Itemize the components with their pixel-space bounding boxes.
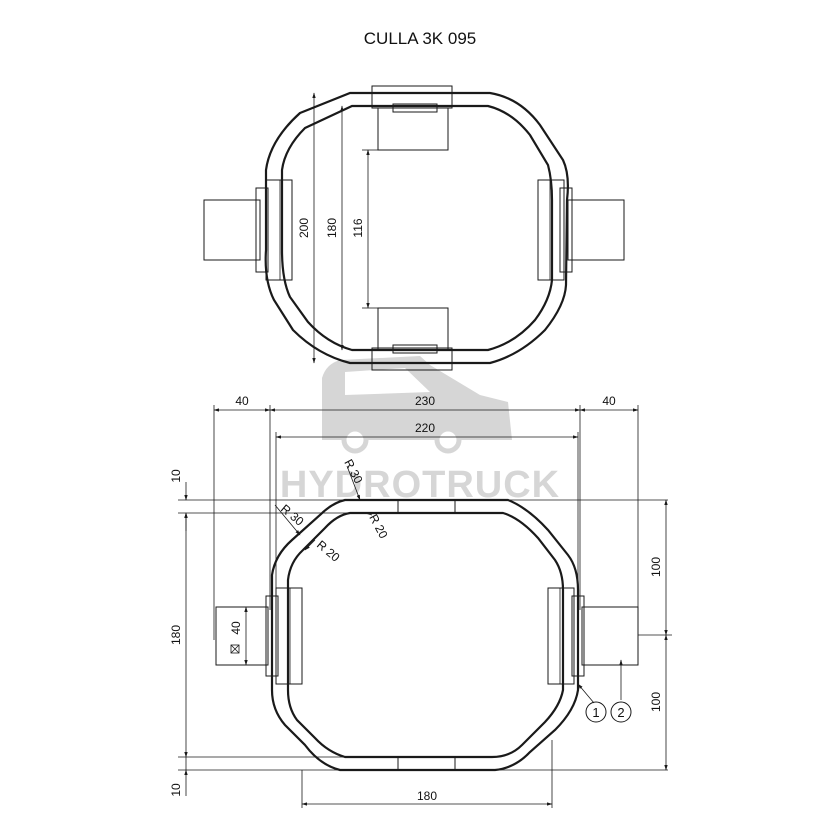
dim-top-180: 180: [325, 218, 339, 238]
dim-right-40: 40: [602, 394, 616, 408]
dim-top-200: 200: [297, 218, 311, 238]
dim-bottom-gap-10: 10: [169, 783, 183, 797]
top-view: 200 180 116: [203, 85, 625, 371]
drawing-title: CULLA 3K 095: [364, 29, 476, 48]
dim-height-180: 180: [169, 625, 183, 645]
dim-top-116: 116: [351, 218, 365, 237]
dim-top-gap-10: 10: [169, 469, 183, 483]
diameter-symbol-icon: [230, 644, 240, 654]
dim-pin-40: 40: [229, 621, 243, 635]
watermark-logo: HYDROTRUCK: [280, 356, 559, 506]
dim-lower-100: 100: [649, 692, 663, 712]
callout-2: 2: [617, 705, 624, 720]
radius-r20-left: R 20: [314, 538, 343, 565]
dim-bottom-180: 180: [417, 789, 437, 803]
dim-width-230: 230: [415, 394, 435, 408]
dim-width-220: 220: [415, 421, 435, 435]
radius-r20-top: R 20: [366, 512, 390, 541]
dim-upper-100: 100: [649, 557, 663, 577]
callout-1-circle: [585, 701, 607, 723]
callout-1: 1: [592, 705, 599, 720]
dim-left-40: 40: [235, 394, 249, 408]
front-view: 40 230 40 220 10 180 10 100 100 180: [169, 394, 672, 808]
callout-2-circle: [610, 701, 632, 723]
